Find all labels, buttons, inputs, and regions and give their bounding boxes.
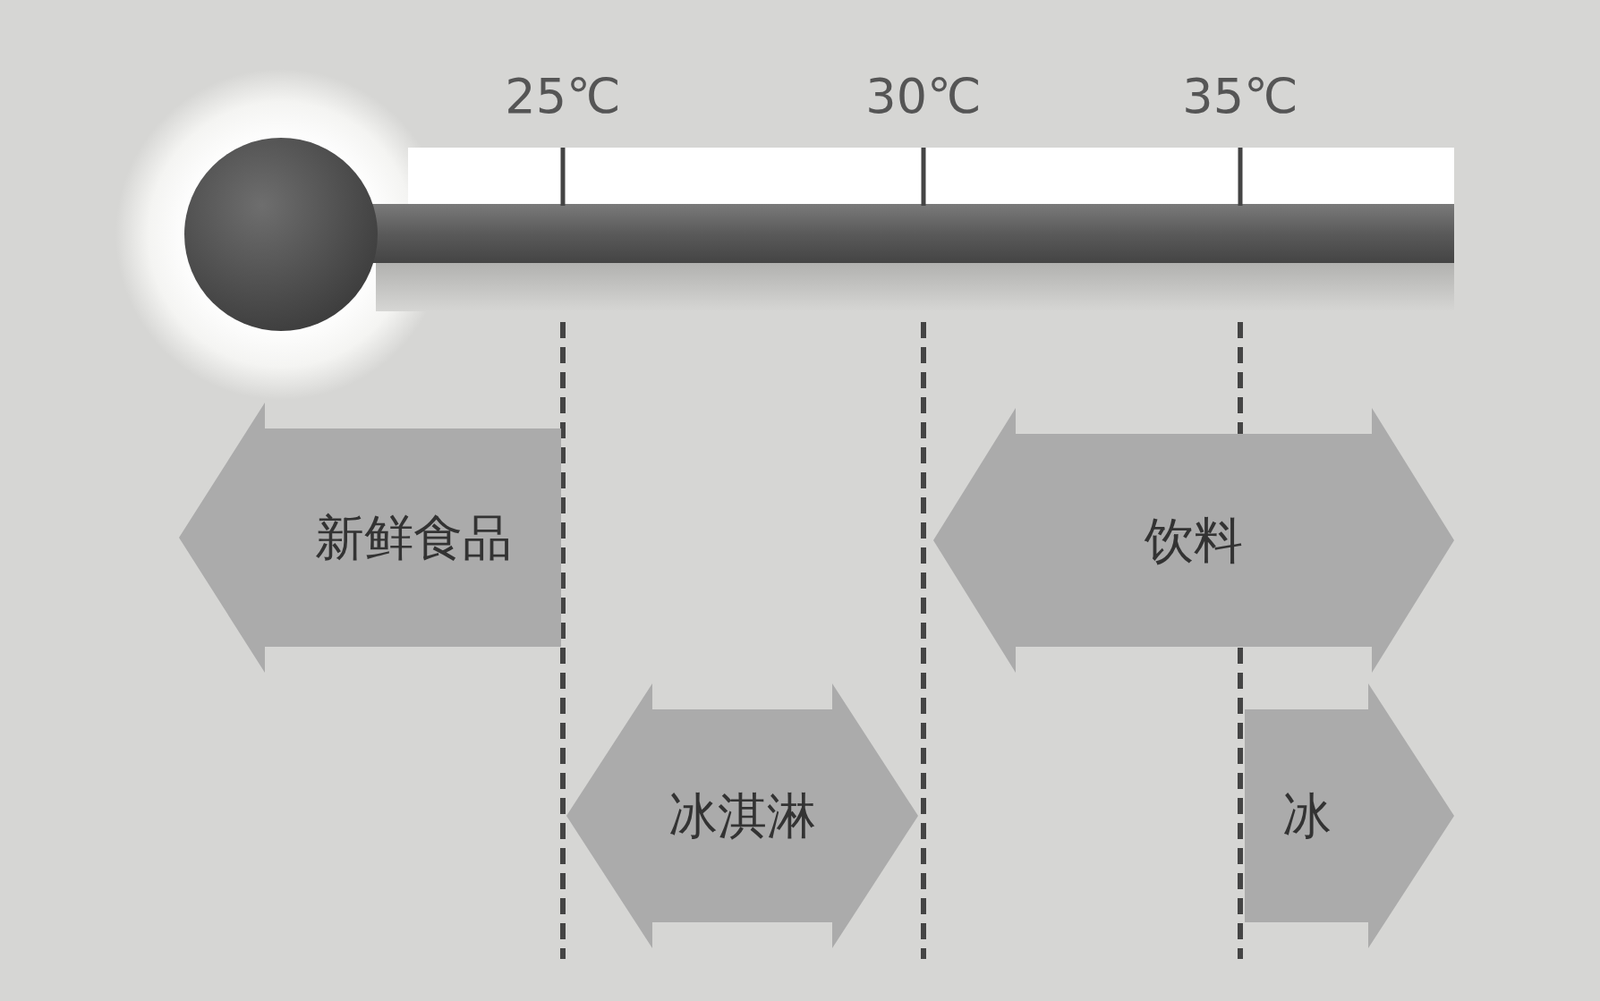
arrow-outline: [933, 408, 1455, 673]
arrow-band: 冰淇淋: [566, 683, 919, 949]
temperature-label: 30℃: [865, 72, 981, 121]
arrow-band: 冰: [1244, 683, 1455, 949]
arrow-shape: [1244, 683, 1455, 949]
range-label: 冰淇淋: [668, 789, 817, 844]
arrow-outline: [566, 683, 919, 949]
arrow-band: 饮料: [933, 408, 1455, 673]
temperature-label: 25℃: [504, 72, 621, 121]
range-label: 冰: [1282, 789, 1332, 844]
arrow-band: 新鲜食品: [178, 402, 562, 673]
range-label: 饮料: [1144, 513, 1243, 569]
arrow-outline: [178, 402, 562, 673]
range-label: 新鲜食品: [314, 510, 512, 566]
arrow-outline: [1244, 683, 1455, 949]
temperature-label: 35℃: [1182, 72, 1298, 121]
